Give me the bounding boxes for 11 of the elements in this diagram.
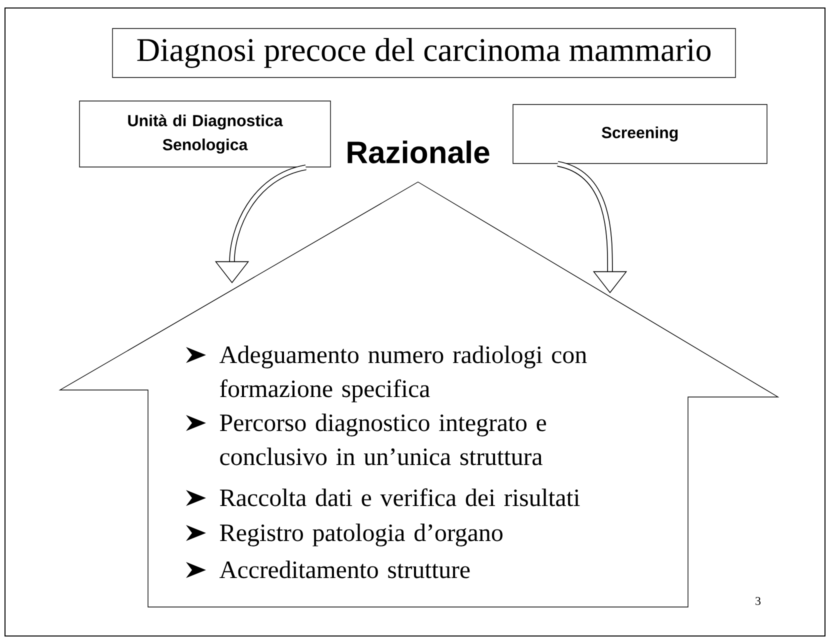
heading-label: Razionale <box>348 140 490 164</box>
bullet-item: Percorso diagnostico integrato e conclusivo in un’unica struttura <box>220 414 546 466</box>
source-box: Unità di Diagnostica Senologica <box>79 100 331 168</box>
page-number: 3 <box>756 596 761 605</box>
bullet-item: Adeguamento numero radiologi con formazione specifica <box>219 346 587 402</box>
bullet-item: Registro patologia d’organo <box>220 524 502 546</box>
curved-arrow <box>556 161 628 294</box>
bullet-item: Raccolta dati e verifica dei risultati <box>220 488 580 506</box>
source-box: Screening <box>512 104 768 164</box>
bullet-item: Accreditamento strutture <box>219 560 470 578</box>
title-box: Diagnosi precoce del carcinoma mammario <box>112 28 736 78</box>
